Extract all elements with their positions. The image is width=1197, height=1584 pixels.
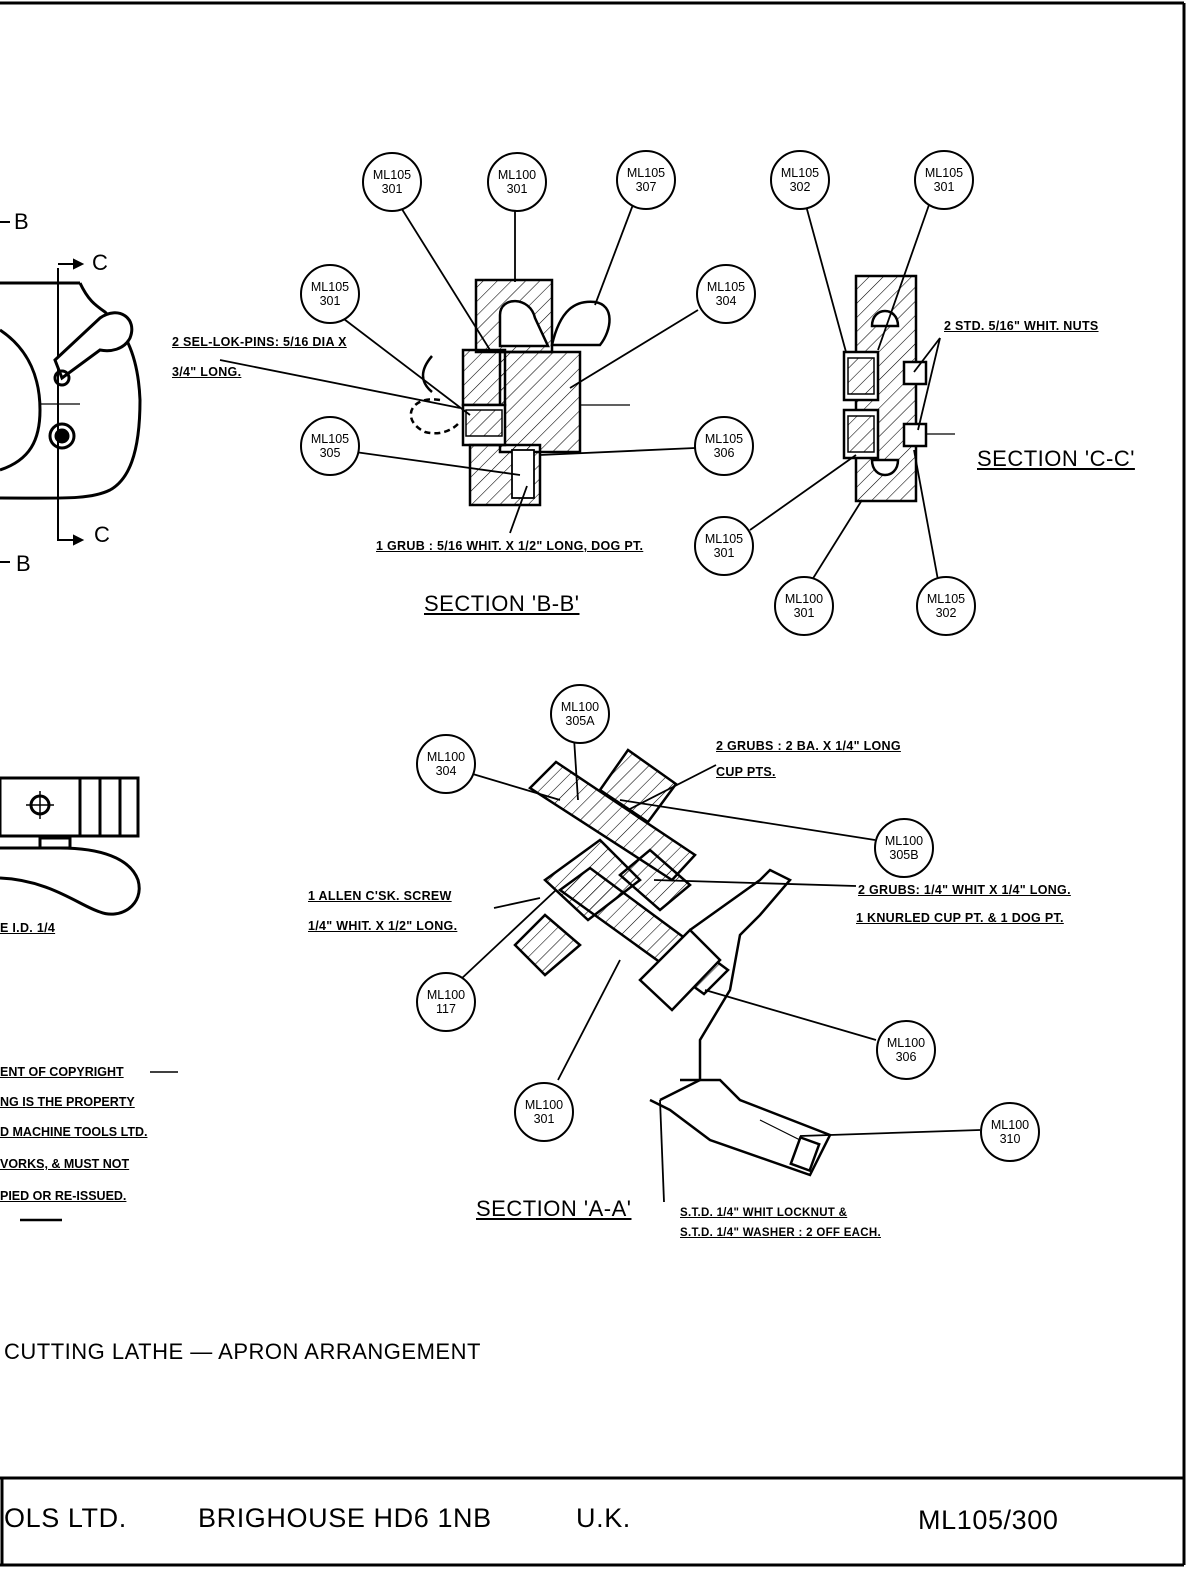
balloon-ml100-310: ML100 310 (980, 1102, 1040, 1162)
section-title-cc: SECTION 'C-C' (977, 446, 1135, 471)
section-cc-drawing (842, 274, 955, 503)
note-grubs-whit: 2 GRUBS: 1/4" WHIT X 1/4" LONG. (858, 883, 1071, 897)
balloon-part-line: ML100 (886, 1036, 926, 1050)
balloon-item-line: 117 (436, 1002, 456, 1016)
note-locknut: S.T.D. 1/4" WHIT LOCKNUT & (680, 1207, 848, 1219)
company-fragment: OLS LTD. (4, 1503, 127, 1533)
note-nuts-cc: 2 STD. 5/16" WHIT. NUTS (944, 319, 1099, 333)
left-apron-view (0, 281, 142, 500)
balloon-part-line: ML105 (626, 166, 666, 180)
balloon-part-line: ML100 (990, 1118, 1030, 1132)
note-grub-bb: 1 GRUB : 5/16 WHIT. X 1/2" LONG, DOG PT. (376, 539, 644, 553)
balloon-part-line: ML105 (704, 532, 744, 546)
balloon-ml105-302: ML105 302 (916, 576, 976, 636)
section-title-aa: SECTION 'A-A' (476, 1196, 632, 1221)
balloon-ml100-304: ML100 304 (416, 734, 476, 794)
copyright-line: PIED OR RE-ISSUED. (0, 1189, 127, 1203)
section-mark-c-top: C (92, 250, 108, 275)
drawing-title: CUTTING LATHE — APRON ARRANGEMENT (4, 1339, 481, 1364)
note-left-fragment: E I.D. 1/4 (0, 921, 56, 935)
balloon-item-line: 301 (933, 180, 955, 194)
balloon-item-line: 301 (319, 294, 341, 308)
balloon-part-line: ML100 (524, 1098, 564, 1112)
balloon-item-line: 306 (895, 1050, 917, 1064)
balloon-ml100-305a: ML100 305A (550, 684, 610, 744)
section-arrows (0, 221, 85, 563)
balloon-ml105-301: ML105 301 (362, 152, 422, 212)
section-mark-b-top: B (14, 209, 29, 234)
balloon-ml105-305: ML105 305 (300, 416, 360, 476)
balloon-item-line: 301 (533, 1112, 555, 1126)
balloon-ml100-301: ML100 301 (487, 152, 547, 212)
balloon-ml105-301: ML105 301 (694, 516, 754, 576)
drawing-number: ML105/300 (918, 1505, 1059, 1535)
balloon-part-line: ML105 (926, 592, 966, 606)
copyright-line: D MACHINE TOOLS LTD. (0, 1125, 148, 1139)
balloon-item-line: 310 (999, 1132, 1021, 1146)
balloon-part-line: ML105 (310, 432, 350, 446)
note-grubs-2ba-cup: CUP PTS. (716, 765, 776, 779)
note-grubs-knurled: 1 KNURLED CUP PT. & 1 DOG PT. (856, 911, 1064, 925)
balloon-part-line: ML100 (426, 750, 466, 764)
section-bb-drawing (409, 278, 630, 507)
balloon-part-line: ML105 (706, 280, 746, 294)
balloon-item-line: 301 (793, 606, 815, 620)
balloon-item-line: 304 (435, 764, 457, 778)
section-mark-c-bottom: C (94, 522, 110, 547)
balloon-item-line: 304 (715, 294, 737, 308)
balloon-ml100-305b: ML100 305B (874, 818, 934, 878)
balloon-ml105-302: ML105 302 (770, 150, 830, 210)
balloon-item-line: 305 (319, 446, 341, 460)
balloon-part-line: ML100 (560, 700, 600, 714)
note-grubs-2ba: 2 GRUBS : 2 BA. X 1/4" LONG (716, 739, 901, 753)
company-country: U.K. (576, 1503, 631, 1533)
balloon-ml105-304: ML105 304 (696, 264, 756, 324)
balloon-part-line: ML105 (372, 168, 412, 182)
section-mark-b-bottom: B (16, 551, 31, 576)
section-title-bb: SECTION 'B-B' (424, 591, 580, 616)
copyright-line: VORKS, & MUST NOT (0, 1157, 130, 1171)
company-address: BRIGHOUSE HD6 1NB (198, 1503, 492, 1533)
balloon-item-line: 301 (713, 546, 735, 560)
balloon-ml100-117: ML100 117 (416, 972, 476, 1032)
balloon-item-line: 302 (789, 180, 811, 194)
note-sel-lok-pins: 2 SEL-LOK-PINS: 5/16 DIA X (172, 335, 347, 349)
balloon-item-line: 306 (713, 446, 735, 460)
balloon-part-line: ML100 (784, 592, 824, 606)
balloon-ml100-301: ML100 301 (774, 576, 834, 636)
balloon-part-line: ML105 (704, 432, 744, 446)
section-aa-drawing (513, 748, 832, 1177)
copyright-line: ENT OF COPYRIGHT (0, 1065, 124, 1079)
note-allen-screw: 1 ALLEN C'SK. SCREW (308, 889, 452, 903)
balloon-part-line: ML100 (884, 834, 924, 848)
balloon-ml100-306: ML100 306 (876, 1020, 936, 1080)
balloon-part-line: ML105 (924, 166, 964, 180)
note-allen-size: 1/4" WHIT. X 1/2" LONG. (308, 919, 458, 933)
balloon-item-line: 307 (635, 180, 657, 194)
border (0, 1, 1186, 1567)
balloon-part-line: ML105 (780, 166, 820, 180)
balloon-item-line: 301 (506, 182, 528, 196)
balloon-ml105-301: ML105 301 (914, 150, 974, 210)
balloon-item-line: 305B (889, 848, 919, 862)
left-handle-view (0, 776, 141, 916)
balloon-ml100-301: ML100 301 (514, 1082, 574, 1142)
balloon-part-line: ML100 (426, 988, 466, 1002)
note-sel-lok-length: 3/4" LONG. (172, 365, 242, 379)
leader-lines (219, 201, 981, 1203)
balloon-ml105-306: ML105 306 (694, 416, 754, 476)
note-washer: S.T.D. 1/4" WASHER : 2 OFF EACH. (680, 1227, 881, 1239)
balloon-item-line: 302 (935, 606, 957, 620)
balloon-ml105-301: ML105 301 (300, 264, 360, 324)
copyright-line: NG IS THE PROPERTY (0, 1095, 135, 1109)
balloon-part-line: ML105 (310, 280, 350, 294)
balloon-ml105-307: ML105 307 (616, 150, 676, 210)
balloon-part-line: ML100 (497, 168, 537, 182)
balloon-item-line: 301 (381, 182, 403, 196)
balloon-item-line: 305A (565, 714, 595, 728)
